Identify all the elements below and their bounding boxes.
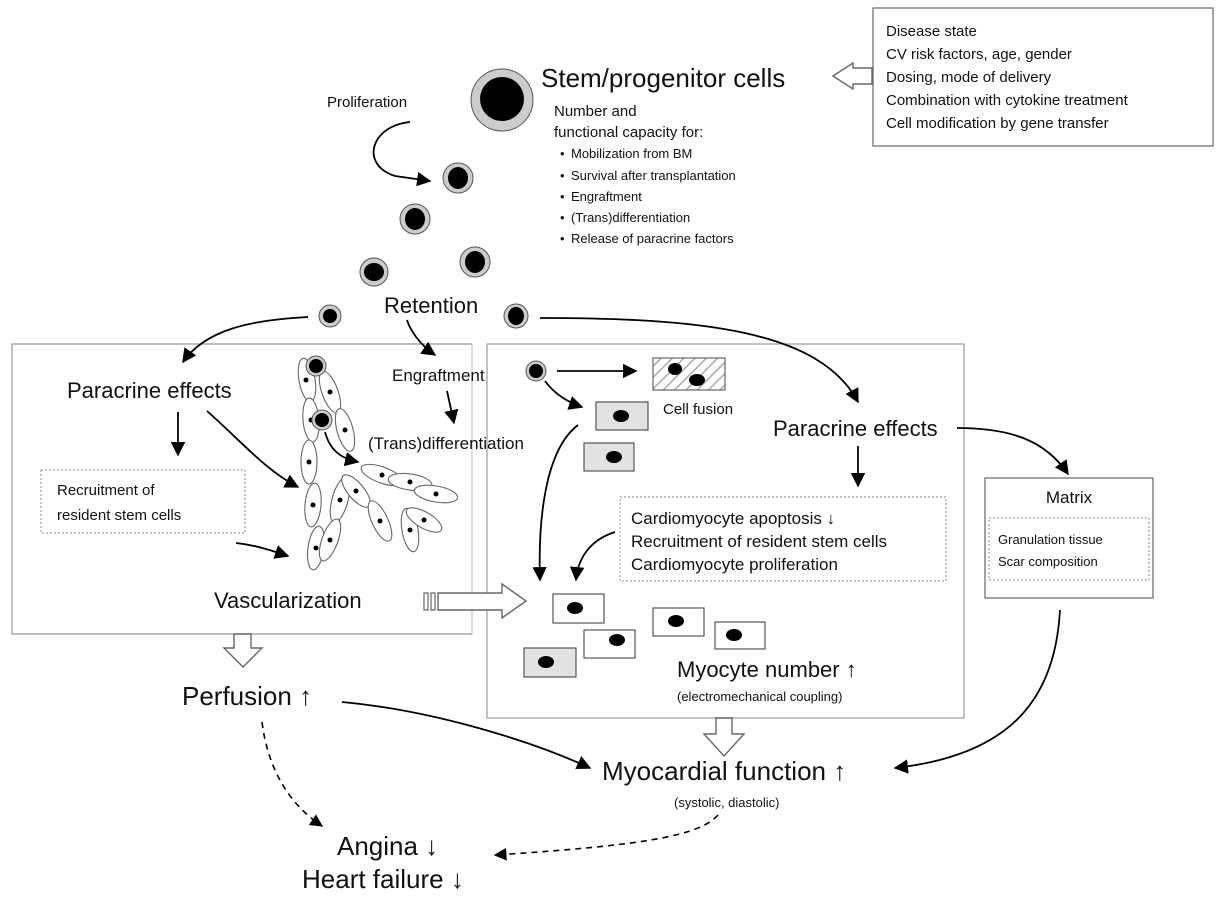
capacity-heading-1: Number and xyxy=(554,103,637,120)
capacity-list: • Mobilization from BM • Survival after … xyxy=(560,146,736,246)
arrow-myocyte-to-number xyxy=(532,424,579,582)
arrow-matrix-to-function xyxy=(893,609,1061,774)
bullet: • xyxy=(560,146,565,161)
bullet: • xyxy=(560,168,565,183)
proliferation-arrow xyxy=(372,121,432,187)
bullet: • xyxy=(560,210,565,225)
matrix-line-2: Scar composition xyxy=(998,554,1098,569)
fused-cell-icon xyxy=(652,357,726,391)
capacity-heading-2: functional capacity for: xyxy=(554,124,703,141)
arrow-to-paracrine-left xyxy=(182,316,309,364)
cell-icon xyxy=(503,303,529,329)
arrow-paracrine-to-matrix xyxy=(956,427,1069,476)
perfusion-hollow-arrow xyxy=(222,633,264,668)
engrafted-cell-icon xyxy=(305,355,327,377)
paracrine-right-label: Paracrine effects xyxy=(773,416,938,441)
arrow-effects-to-myocytes xyxy=(570,531,616,582)
heart-failure-label: Heart failure ↓ xyxy=(302,864,464,894)
arrow-engraftment-to-differentiation xyxy=(444,390,459,425)
vessel-cell-cluster xyxy=(297,357,459,571)
cell-icon xyxy=(318,304,342,328)
stem-cell-icon xyxy=(470,68,534,132)
arrow-to-myocyte xyxy=(544,380,584,410)
matrix-title: Matrix xyxy=(1046,488,1093,507)
myocyte-icon xyxy=(552,593,605,624)
cell-icon xyxy=(359,257,389,287)
page-title: Stem/progenitor cells xyxy=(541,63,785,93)
cell-icon xyxy=(459,246,491,278)
dashed-arrow-perfusion-to-angina xyxy=(261,721,324,827)
myocyte-icon xyxy=(595,401,649,431)
myocyte-number-label: Myocyte number ↑ xyxy=(677,657,857,682)
factors-line-4: Combination with cytokine treatment xyxy=(886,92,1129,109)
factors-line-3: Dosing, mode of delivery xyxy=(886,69,1052,86)
arrow-cell-to-vessel xyxy=(324,431,360,467)
migrating-cells xyxy=(318,162,529,329)
myocyte-icon xyxy=(523,647,577,678)
matrix-line-1: Granulation tissue xyxy=(998,532,1103,547)
proliferation-label: Proliferation xyxy=(327,94,407,111)
capacity-item-3: Engraftment xyxy=(571,189,642,204)
recruitment-line-2: resident stem cells xyxy=(57,507,181,524)
factors-line-2: CV risk factors, age, gender xyxy=(886,46,1072,63)
myocyte-icon xyxy=(652,607,705,637)
effects-line-2: Recruitment of resident stem cells xyxy=(631,532,887,551)
engraftment-label: Engraftment xyxy=(392,366,485,385)
capacity-item-4: (Trans)differentiation xyxy=(571,210,690,225)
angina-label: Angina ↓ xyxy=(337,831,438,861)
dashed-arrow-function-to-angina xyxy=(493,814,719,861)
vascularization-hollow-arrow xyxy=(423,582,528,620)
factors-line-1: Disease state xyxy=(886,23,977,40)
vascularization-label: Vascularization xyxy=(214,588,362,613)
myocyte-icon xyxy=(583,442,635,472)
capacity-item-2: Survival after transplantation xyxy=(571,168,736,183)
coupling-label: (electromechanical coupling) xyxy=(677,689,842,704)
function-hollow-arrow xyxy=(702,717,746,758)
engrafted-cell-icon xyxy=(311,409,333,431)
perfusion-label: Perfusion ↑ xyxy=(182,681,312,711)
bullet: • xyxy=(560,231,565,246)
capacity-item-1: Mobilization from BM xyxy=(571,146,692,161)
arrow-to-paracrine-right xyxy=(539,317,859,404)
retention-label: Retention xyxy=(384,293,478,318)
recruitment-box xyxy=(40,469,246,534)
bullet: • xyxy=(560,189,565,204)
factors-hollow-arrow xyxy=(831,61,873,91)
arrow-paracrine-to-vessels xyxy=(206,410,300,488)
cell-icon xyxy=(442,162,474,194)
arrow-to-engraftment xyxy=(406,319,437,356)
capacity-item-5: Release of paracrine factors xyxy=(571,231,734,246)
factors-box xyxy=(872,7,1214,147)
myocardial-function-label: Myocardial function ↑ xyxy=(602,756,846,786)
matrix-inner-box xyxy=(988,517,1150,581)
trans-differentiation-label: (Trans)differentiation xyxy=(368,434,524,453)
effects-box xyxy=(619,496,947,582)
arrow-perfusion-to-function xyxy=(341,701,592,770)
myocyte-cluster xyxy=(523,593,766,678)
myocyte-icon xyxy=(583,629,636,659)
factors-line-5: Cell modification by gene transfer xyxy=(886,115,1109,132)
cell-icon xyxy=(399,203,431,235)
effects-line-1: Cardiomyocyte apoptosis ↓ xyxy=(631,509,835,528)
cell-fusion-label: Cell fusion xyxy=(663,401,733,418)
recruitment-line-1: Recruitment of xyxy=(57,482,155,499)
arrow-recruitment-to-vessels xyxy=(235,542,290,559)
systolic-label: (systolic, diastolic) xyxy=(674,795,779,810)
myocyte-icon xyxy=(714,621,766,650)
paracrine-left-label: Paracrine effects xyxy=(67,378,232,403)
cell-icon xyxy=(525,360,547,382)
effects-line-3: Cardiomyocyte proliferation xyxy=(631,555,838,574)
